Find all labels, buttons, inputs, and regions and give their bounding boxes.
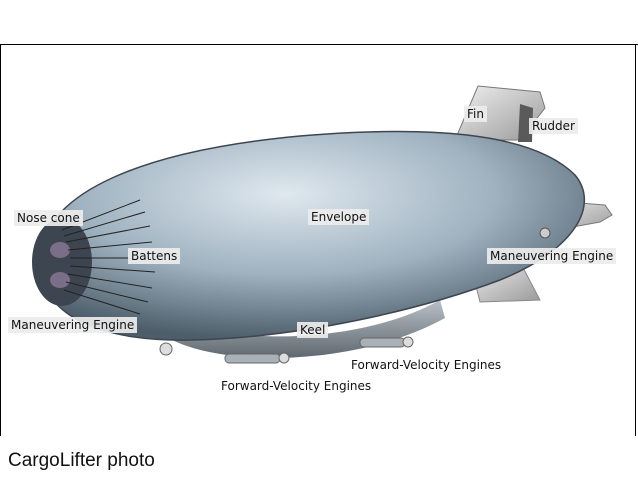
label-nose-cone: Nose cone — [14, 210, 83, 226]
label-forward-velocity-engines-left: Forward-Velocity Engines — [221, 379, 372, 393]
label-maneuvering-engine-right: Maneuvering Engine — [487, 248, 617, 264]
label-maneuvering-engine-left: Maneuvering Engine — [8, 317, 138, 333]
nose-cone-shape — [32, 218, 92, 306]
frame-left-line — [0, 44, 1, 436]
photo-caption: CargoLifter photo — [8, 450, 155, 471]
maneuvering-engine-right-shape — [539, 227, 551, 239]
frame-right-line — [635, 44, 636, 436]
forward-velocity-engines-right — [359, 336, 414, 348]
label-battens: Battens — [128, 248, 181, 264]
label-envelope: Envelope — [308, 209, 370, 225]
frame-top-line — [0, 44, 638, 45]
forward-velocity-engines-left — [159, 342, 290, 364]
label-fin: Fin — [464, 106, 487, 122]
label-forward-velocity-engines-right: Forward-Velocity Engines — [351, 358, 502, 372]
envelope-shape — [39, 130, 585, 341]
label-keel: Keel — [297, 322, 329, 338]
label-rudder: Rudder — [529, 118, 578, 134]
